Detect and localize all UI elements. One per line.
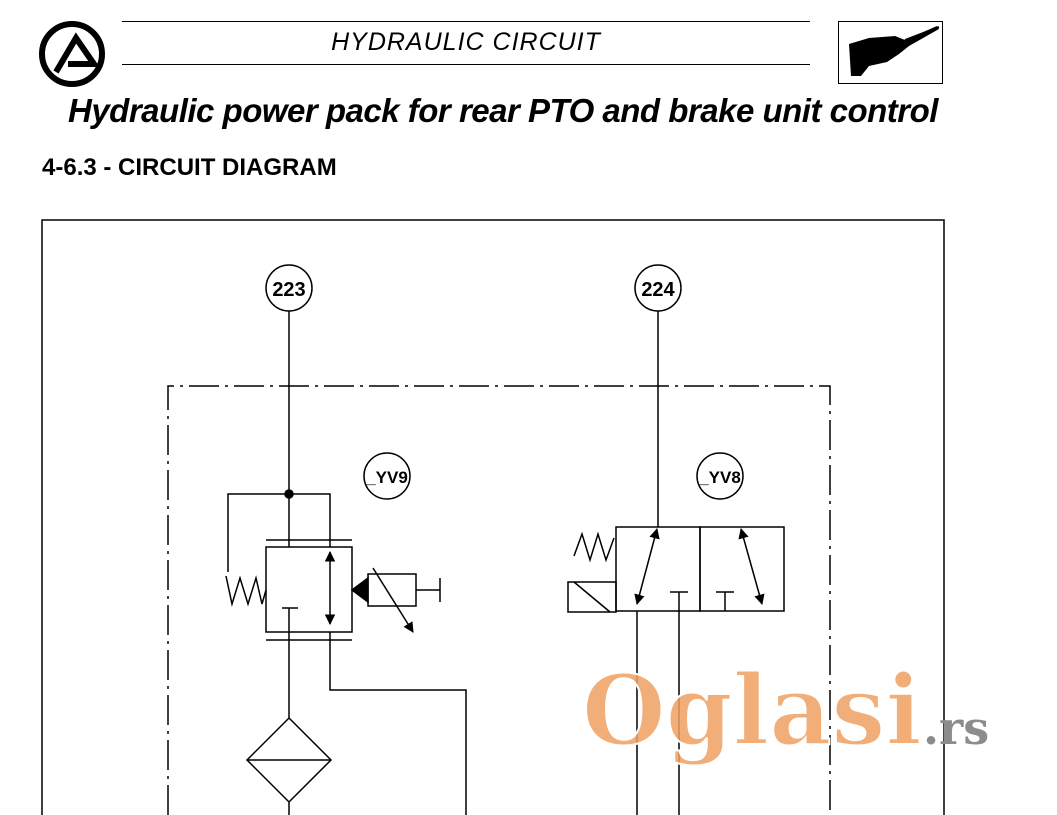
header-bottom-rule <box>122 64 810 65</box>
page-title: Hydraulic power pack for rear PTO and br… <box>68 92 938 129</box>
solenoid-yv8: _YV8 <box>696 452 744 500</box>
filter-symbol <box>245 716 333 815</box>
section-heading: 4-6.3 - CIRCUIT DIAGRAM <box>42 154 337 181</box>
solenoid-yv8-label: _YV8 <box>698 468 741 487</box>
diagram-frame <box>41 219 945 815</box>
solenoid-yv9-label: _YV9 <box>365 468 408 487</box>
port-223-label: 223 <box>272 279 305 301</box>
port-224-label: 224 <box>641 279 675 301</box>
watermark-logo: Oglasi .rs <box>581 653 989 768</box>
watermark-text: Oglasi <box>582 654 922 767</box>
company-logo-icon <box>39 21 105 87</box>
solenoid-yv9: _YV9 <box>363 452 411 500</box>
watermark-suffix: .rs <box>923 701 989 755</box>
pointing-hand-icon <box>849 26 940 76</box>
directional-valve-yv8 <box>567 311 785 815</box>
power-pack-boundary <box>167 385 831 815</box>
header-top-rule <box>122 21 810 22</box>
port-224: 224 <box>634 264 682 312</box>
port-223: 223 <box>265 264 313 312</box>
header-title: HYDRAULIC CIRCUIT <box>331 28 601 56</box>
proportional-valve-yv9 <box>225 311 467 815</box>
hand-icon-box <box>838 21 943 84</box>
